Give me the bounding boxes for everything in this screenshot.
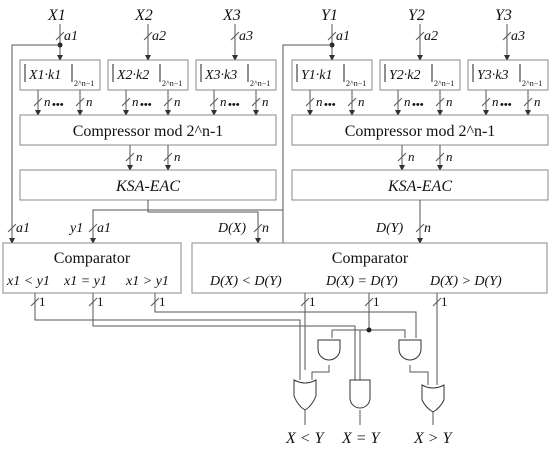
ellipsis-2: •••	[140, 99, 152, 111]
sig-n-dy: n	[424, 221, 431, 236]
compressor-right-label: Compressor mod 2^n-1	[345, 123, 496, 140]
out-x-gt: x1 > y1	[125, 274, 169, 289]
bus-n-6: n	[262, 94, 269, 109]
mod-term-x2: X2·k2	[116, 68, 149, 83]
bus-n-7: n	[316, 94, 323, 109]
width-a1-x: a1	[64, 29, 78, 44]
mod-term-x3: X3·k3	[204, 68, 237, 83]
and-gate-lt	[317, 339, 341, 361]
comparator-right-label: Comparator	[332, 250, 409, 267]
ellipsis-5: •••	[412, 99, 424, 111]
bit-1-a: 1	[39, 294, 46, 309]
mod-sub-y2: 2^n−1	[434, 79, 454, 88]
input-x1: X1	[47, 7, 66, 24]
out-x-eq: x1 = y1	[63, 274, 107, 289]
comparator-left	[2, 242, 182, 294]
input-x3: X3	[222, 7, 241, 24]
bus-n-16: n	[446, 149, 453, 164]
input-y1: Y1	[321, 7, 338, 24]
final-eq: X = Y	[341, 430, 382, 447]
bus-n-14: n	[174, 149, 181, 164]
bus-n-11: n	[492, 94, 499, 109]
width-a2-y: a2	[424, 29, 438, 44]
mod-term-x1: X1·k1	[28, 68, 61, 83]
bus-n-8: n	[358, 94, 365, 109]
ksa-right-label: KSA-EAC	[387, 178, 452, 195]
input-x2: X2	[134, 7, 153, 24]
bus-n-15: n	[408, 149, 415, 164]
out-x-lt: x1 < y1	[6, 274, 50, 289]
ellipsis-4: •••	[324, 99, 336, 111]
out-d-lt: D(X) < D(Y)	[209, 274, 282, 289]
bit-1-c: 1	[159, 294, 166, 309]
width-a2-x: a2	[152, 29, 166, 44]
and-gate-eq	[349, 379, 371, 409]
width-a1-y: a1	[336, 29, 350, 44]
mod-term-y3: Y3·k3	[477, 68, 509, 83]
mod-sub-x1: 2^n−1	[74, 79, 94, 88]
ksa-left	[19, 169, 277, 201]
comparator-left-label: Comparator	[54, 250, 131, 267]
mod-sub-x2: 2^n−1	[162, 79, 182, 88]
mod-term-y2: Y2·k2	[389, 68, 421, 83]
and-gate-gt	[398, 339, 422, 361]
modulo-boxes-x	[19, 59, 549, 91]
input-y3: Y3	[495, 7, 512, 24]
mod-term-y1: Y1·k1	[301, 68, 333, 83]
sig-a1-mid: a1	[97, 221, 111, 236]
final-gt: X > Y	[413, 430, 454, 447]
compressor-left-label: Compressor mod 2^n-1	[73, 123, 224, 140]
logic-wires	[30, 293, 442, 425]
ellipsis-3: •••	[228, 99, 240, 111]
bus-n-9: n	[404, 94, 411, 109]
mod-to-compressor-wires	[33, 90, 533, 116]
or-gate-gt	[421, 384, 445, 413]
width-a3-x: a3	[239, 29, 253, 44]
bus-n-5: n	[220, 94, 227, 109]
ksa-right	[291, 169, 549, 201]
sig-a1-left: a1	[16, 221, 30, 236]
bit-1-d: 1	[309, 294, 316, 309]
input-y2: Y2	[408, 7, 425, 24]
sig-dy: D(Y)	[375, 221, 404, 236]
out-d-gt: D(X) > D(Y)	[429, 274, 502, 289]
width-a3-y: a3	[511, 29, 525, 44]
mod-sub-y3: 2^n−1	[522, 79, 542, 88]
ellipsis-6: •••	[500, 99, 512, 111]
mod-sub-x3: 2^n−1	[250, 79, 270, 88]
bit-1-e: 1	[373, 294, 380, 309]
bus-n-12: n	[534, 94, 541, 109]
comparator-right	[191, 242, 548, 294]
sig-dx: D(X)	[217, 221, 246, 236]
mod-sub-y1: 2^n−1	[346, 79, 366, 88]
bus-n-13: n	[136, 149, 143, 164]
bus-n-2: n	[86, 94, 93, 109]
bus-n-10: n	[446, 94, 453, 109]
compressor-right	[291, 114, 549, 146]
bus-n-3: n	[132, 94, 139, 109]
bus-n-1: n	[44, 94, 51, 109]
bit-1-b: 1	[97, 294, 104, 309]
ellipsis-1: •••	[52, 99, 64, 111]
out-d-eq: D(X) = D(Y)	[325, 274, 398, 289]
final-lt: X < Y	[285, 430, 326, 447]
junction-dot	[366, 327, 372, 333]
input-wires	[55, 24, 512, 61]
ksa-left-label: KSA-EAC	[115, 178, 180, 195]
or-gate-lt	[293, 379, 317, 411]
bit-1-f: 1	[441, 294, 448, 309]
bus-n-4: n	[174, 94, 181, 109]
sig-n-dx: n	[262, 221, 269, 236]
compressor-left	[19, 114, 277, 146]
sig-y1: y1	[68, 221, 83, 236]
